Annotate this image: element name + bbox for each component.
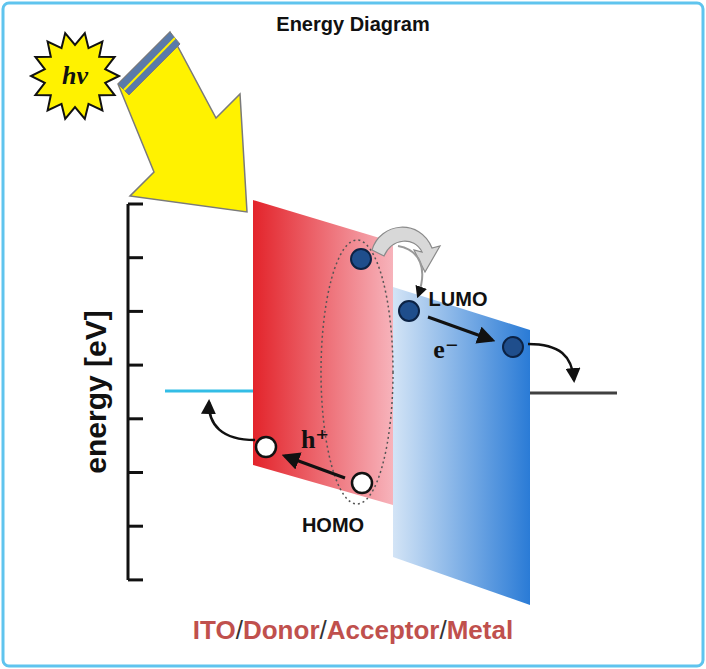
energy-axis — [128, 204, 143, 580]
electron — [503, 337, 523, 357]
metal-level — [530, 392, 617, 395]
electron — [399, 301, 419, 321]
electron-extraction-arrow — [528, 344, 574, 380]
homo-label: HOMO — [302, 514, 364, 536]
sun-burst — [31, 33, 119, 119]
lumo-label: LUMO — [429, 288, 488, 310]
separator-slash: / — [236, 615, 243, 646]
exciton-ellipse — [321, 240, 393, 504]
layer-name: Acceptor — [327, 615, 440, 646]
ito-level — [165, 390, 253, 393]
electron — [351, 249, 371, 269]
separator-slash: / — [320, 615, 327, 646]
light-arrow-stripe — [124, 38, 175, 90]
layer-name: ITO — [193, 615, 236, 646]
donor-band — [253, 200, 393, 505]
axis-label: energy [eV] — [79, 310, 112, 473]
hole-transport-arrow — [285, 456, 345, 478]
layer-stack-label: ITO/Donor/Acceptor/Metal — [193, 615, 513, 646]
frame — [3, 3, 703, 666]
light-arrow — [118, 32, 247, 212]
hole — [352, 473, 372, 493]
hole-extraction-arrow — [209, 402, 255, 440]
diagram-title: Energy Diagram — [276, 13, 429, 35]
separator-slash: / — [439, 615, 446, 646]
hole-label: h⁺ — [301, 426, 329, 455]
hole — [256, 437, 276, 457]
transfer-arrow-inner — [398, 246, 422, 296]
transfer-arrow — [372, 227, 440, 272]
layer-name: Donor — [243, 615, 320, 646]
electron-label: e⁻ — [433, 336, 458, 365]
light-arrow-band — [118, 32, 180, 95]
layer-name: Metal — [447, 615, 513, 646]
acceptor-band — [393, 287, 530, 605]
photon-label: hv — [62, 62, 88, 91]
